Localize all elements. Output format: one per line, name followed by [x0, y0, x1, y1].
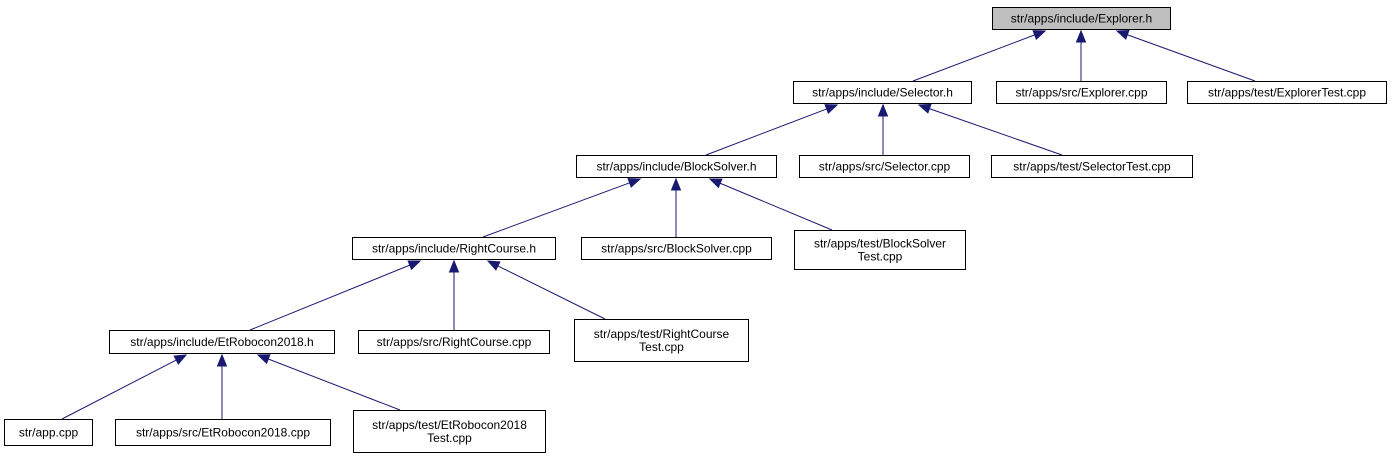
node-box[interactable] [991, 155, 1193, 178]
node-etrobocon2018-cpp[interactable]: str/apps/src/EtRobocon2018.cpp [115, 419, 331, 446]
nodes-layer: str/apps/include/Explorer.h str/apps/incl… [4, 7, 1387, 453]
edge-rightcourse_h-to-blocksolver_h [482, 178, 642, 238]
node-selectortest-cpp[interactable]: str/apps/test/SelectorTest.cpp [991, 155, 1193, 178]
node-explorertest-cpp[interactable]: str/apps/test/ExplorerTest.cpp [1187, 81, 1387, 104]
edge-arrowhead [824, 104, 839, 114]
node-box[interactable] [4, 419, 93, 446]
node-box[interactable] [352, 237, 556, 260]
node-blocksolver-cpp[interactable]: str/apps/src/BlockSolver.cpp [581, 237, 772, 260]
node-label: str/apps/include/Explorer.h [1011, 12, 1152, 26]
edge-arrowhead [486, 260, 501, 271]
node-box[interactable] [353, 410, 546, 453]
node-label: str/apps/src/BlockSolver.cpp [601, 242, 752, 256]
node-explorer-h[interactable]: str/apps/include/Explorer.h [992, 7, 1171, 30]
edge-line [912, 34, 1035, 82]
edge-selector_h-to-explorer_h [912, 30, 1047, 82]
edge-rightcoursetest_cpp-to-rightcourse_h [486, 260, 606, 320]
node-label: str/apps/src/RightCourse.cpp [377, 335, 532, 349]
node-selector-cpp[interactable]: str/apps/src/Selector.cpp [799, 155, 970, 178]
edge-arrowhead [216, 353, 228, 367]
edge-arrowhead [917, 103, 932, 114]
edge-line [249, 264, 410, 331]
node-box[interactable] [109, 330, 335, 354]
node-label: str/apps/src/Explorer.cpp [1015, 86, 1147, 100]
edge-selectortest_cpp-to-selector_h [917, 103, 1063, 156]
edge-explorer_cpp-to-explorer_h [1075, 29, 1087, 81]
node-label: str/apps/test/BlockSolver [814, 237, 946, 251]
edge-etrobocon2018_h-to-rightcourse_h [249, 260, 422, 331]
node-box[interactable] [992, 7, 1171, 30]
edge-arrowhead [627, 178, 642, 188]
edge-arrowhead [1115, 29, 1130, 40]
edge-arrowhead [670, 177, 682, 191]
node-box[interactable] [576, 155, 777, 178]
node-label: Test.cpp [427, 431, 472, 445]
node-label: str/apps/include/EtRobocon2018.h [130, 335, 313, 349]
node-explorer-cpp[interactable]: str/apps/src/Explorer.cpp [996, 81, 1167, 104]
edge-arrowhead [173, 354, 188, 365]
node-box[interactable] [794, 230, 966, 270]
edge-arrowhead [407, 260, 422, 271]
node-box[interactable] [1187, 81, 1387, 104]
edge-line [929, 108, 1063, 156]
edge-etrobocon2018_cpp-to-etrobocon2018_h [216, 353, 228, 419]
node-label: str/apps/include/RightCourse.h [372, 242, 536, 256]
node-label: Test.cpp [858, 250, 903, 264]
edge-etrobocon2018test_cpp-to-etrobocon2018_h [256, 354, 401, 411]
edges-layer [61, 29, 1256, 420]
edge-selector_cpp-to-selector_h [877, 103, 889, 155]
edge-line [1127, 34, 1256, 82]
node-box[interactable] [574, 319, 749, 362]
edge-blocksolver_h-to-selector_h [705, 104, 839, 156]
node-box[interactable] [996, 81, 1167, 104]
edge-line [497, 265, 606, 320]
edge-line [705, 108, 827, 156]
node-selector-h[interactable]: str/apps/include/Selector.h [793, 81, 972, 104]
edge-arrowhead [256, 354, 271, 365]
edge-blocksolvertest_cpp-to-blocksolver_h [708, 178, 833, 231]
edge-arrowhead [708, 178, 723, 189]
edge-arrowhead [448, 259, 460, 273]
edge-blocksolver_cpp-to-blocksolver_h [670, 177, 682, 237]
node-label: str/apps/include/BlockSolver.h [596, 160, 756, 174]
node-label: str/apps/test/EtRobocon2018 [372, 418, 527, 432]
node-box[interactable] [799, 155, 970, 178]
node-label: str/apps/src/Selector.cpp [819, 160, 951, 174]
edge-app_cpp-to-etrobocon2018_h [61, 354, 188, 420]
edge-rightcourse_cpp-to-rightcourse_h [448, 259, 460, 330]
node-label: str/app.cpp [19, 426, 79, 440]
node-label: str/apps/test/RightCourse [594, 327, 730, 341]
node-label: str/apps/test/ExplorerTest.cpp [1208, 86, 1366, 100]
edge-explorertest_cpp-to-explorer_h [1115, 29, 1256, 82]
edge-arrowhead [1075, 29, 1087, 43]
node-label: str/apps/src/EtRobocon2018.cpp [136, 426, 310, 440]
node-label: str/apps/include/Selector.h [812, 86, 953, 100]
node-app-cpp[interactable]: str/app.cpp [4, 419, 93, 446]
node-box[interactable] [793, 81, 972, 104]
node-etrobocon2018-h[interactable]: str/apps/include/EtRobocon2018.h [109, 330, 335, 354]
node-label: str/apps/test/SelectorTest.cpp [1013, 160, 1171, 174]
node-box[interactable] [115, 419, 331, 446]
node-box[interactable] [358, 330, 550, 354]
node-blocksolver-h[interactable]: str/apps/include/BlockSolver.h [576, 155, 777, 178]
node-box[interactable] [581, 237, 772, 260]
node-rightcourse-cpp[interactable]: str/apps/src/RightCourse.cpp [358, 330, 550, 354]
edge-line [61, 359, 177, 420]
edge-line [268, 358, 401, 411]
edge-arrowhead [1032, 30, 1047, 40]
edge-line [719, 182, 833, 231]
node-rightcourse-h[interactable]: str/apps/include/RightCourse.h [352, 237, 556, 260]
node-label: Test.cpp [639, 340, 684, 354]
edge-arrowhead [877, 103, 889, 117]
edge-line [482, 182, 630, 238]
